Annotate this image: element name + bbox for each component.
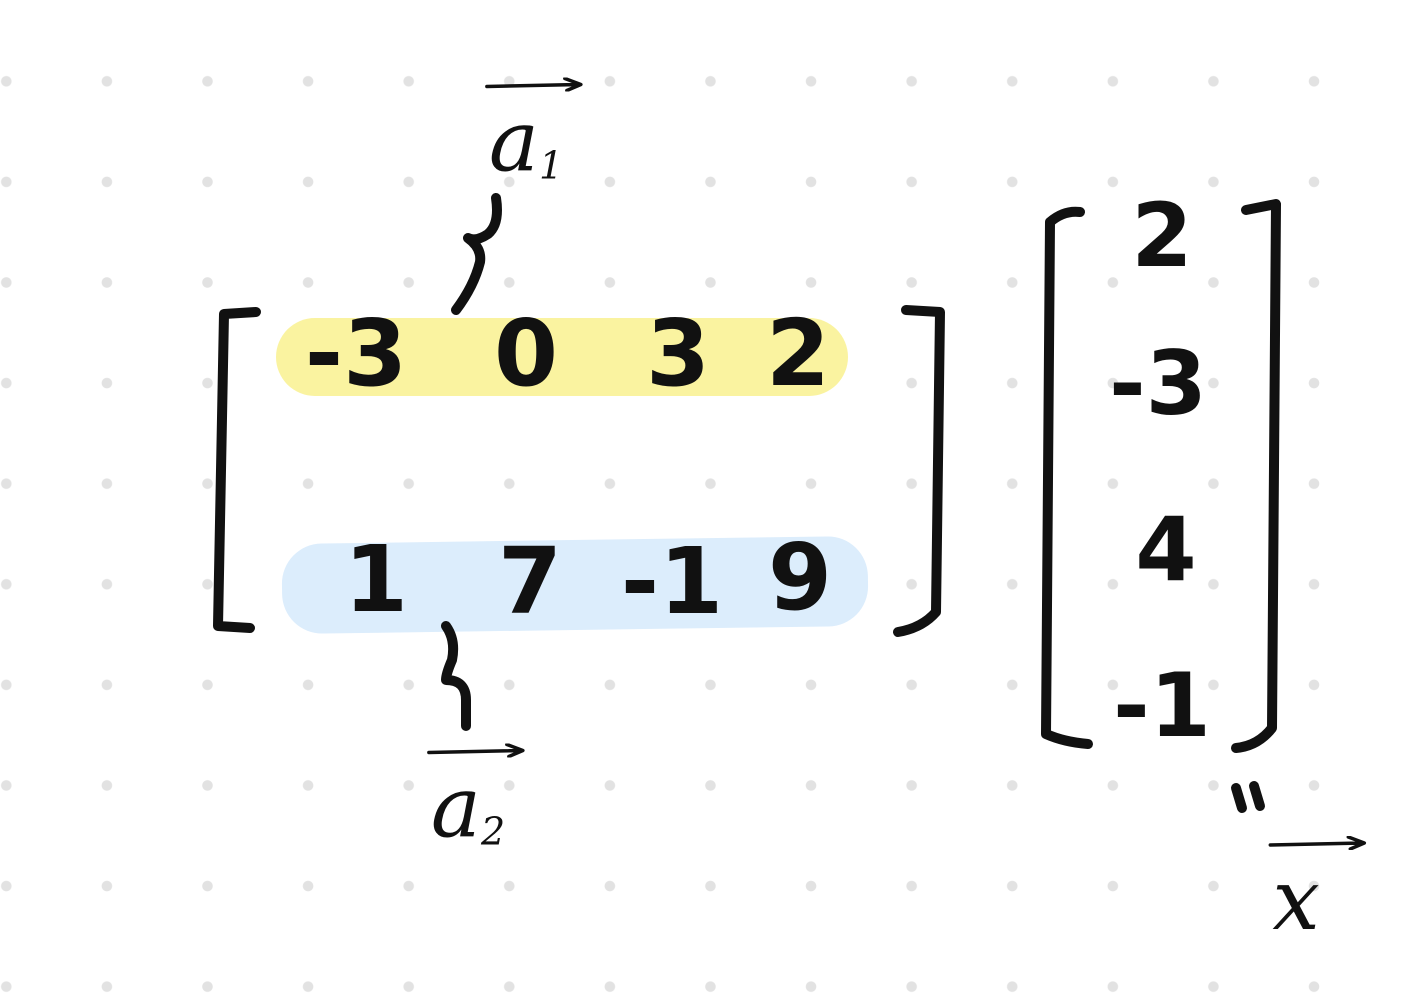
vector-arrow-icon xyxy=(427,743,525,758)
vector-entry-1: 2 xyxy=(1131,184,1193,287)
matrix-row1-entry-2: 0 xyxy=(493,300,559,407)
matrix-right-bracket xyxy=(893,305,945,637)
matrix-row2-entry-2: 7 xyxy=(497,528,563,635)
vector-a1-label: a1 xyxy=(485,77,583,188)
matrix-row2-entry-3: -1 xyxy=(620,528,724,635)
matrix-row2-entry-1: 1 xyxy=(343,526,409,633)
vector-entry-2: -3 xyxy=(1109,332,1207,435)
vector-left-bracket xyxy=(1041,206,1093,749)
vector-arrow-icon xyxy=(1268,836,1367,850)
vector-a2-base: a xyxy=(430,758,481,857)
matrix-row1-entry-1: -3 xyxy=(304,300,408,407)
matrix-row2-entry-4: 9 xyxy=(767,524,833,631)
matrix-left-bracket xyxy=(213,307,261,633)
matrix-row1-entry-4: 2 xyxy=(765,300,831,407)
vector-entry-4: -1 xyxy=(1113,654,1211,757)
vector-arrow-icon xyxy=(485,77,583,92)
vector-a2-label: a2 xyxy=(427,743,525,854)
vector-right-bracket xyxy=(1231,199,1281,753)
vector-a1-base: a xyxy=(488,92,539,191)
vector-entry-3: 4 xyxy=(1135,498,1197,601)
a1-brace-connector xyxy=(451,193,502,315)
equals-mark xyxy=(1231,781,1265,813)
row1-highlight xyxy=(276,318,848,396)
vector-a1-subscript: 1 xyxy=(538,143,564,188)
vector-x-label: x xyxy=(1268,836,1367,942)
matrix-row1-entry-3: 3 xyxy=(645,300,711,407)
vector-x-base: x xyxy=(1272,851,1320,949)
vector-a2-subscript: 2 xyxy=(480,809,506,854)
a2-brace-connector xyxy=(441,621,471,731)
